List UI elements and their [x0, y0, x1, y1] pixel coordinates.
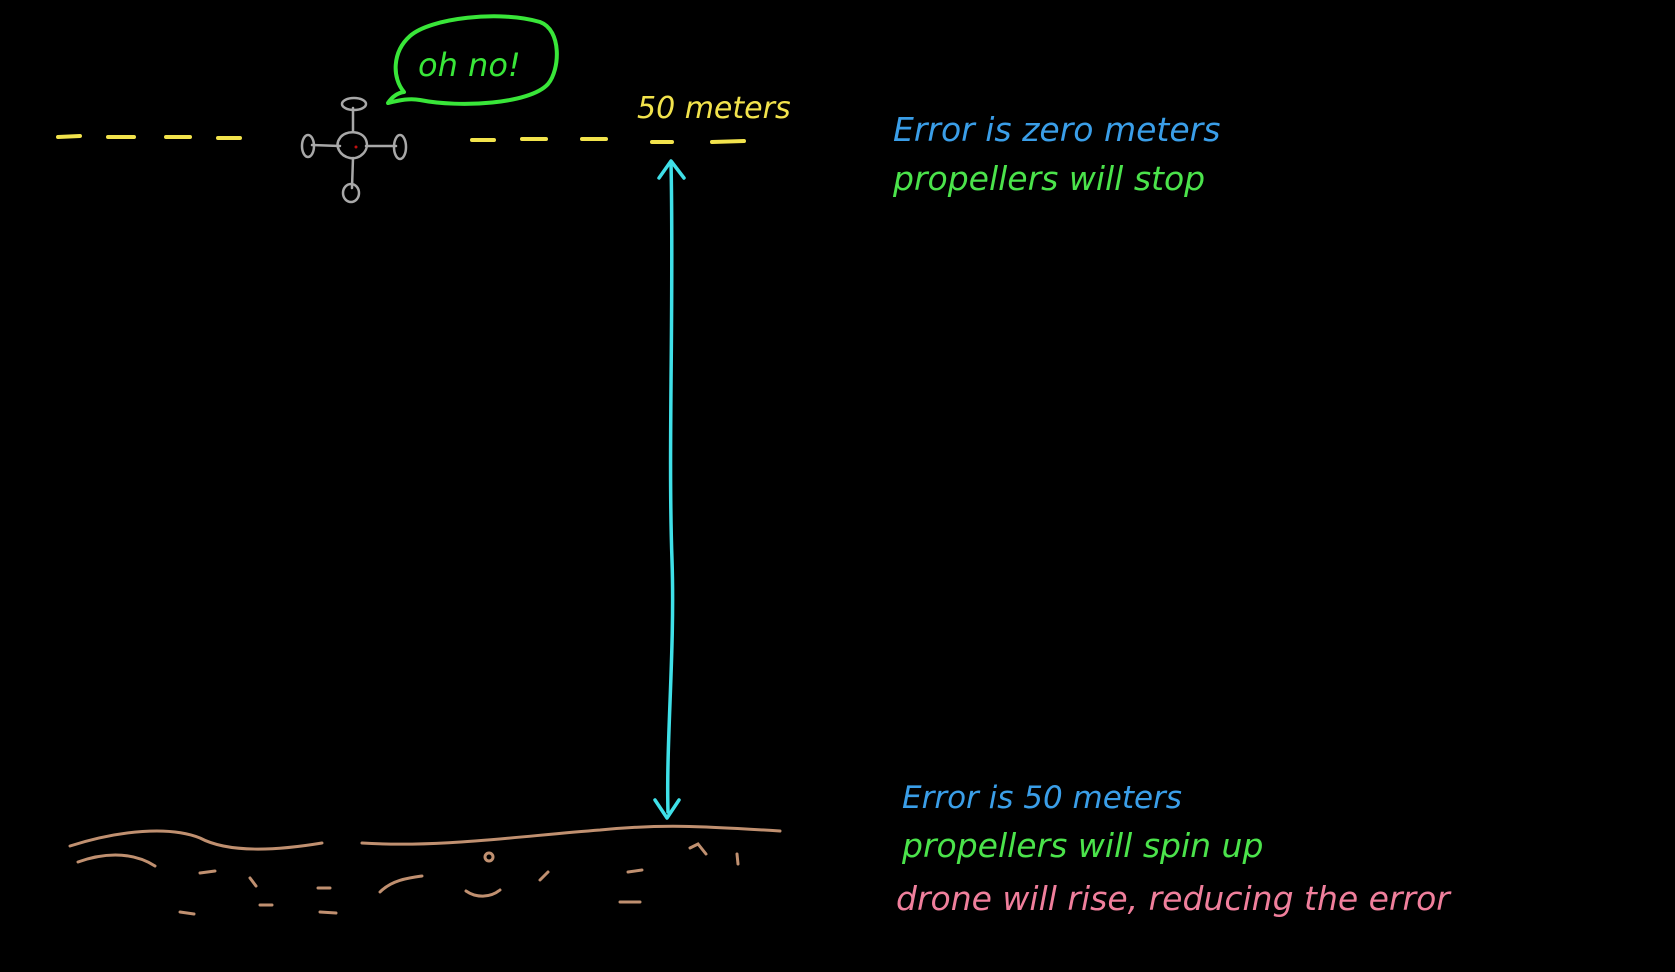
speech-bubble: oh no! — [386, 14, 559, 106]
setpoint-label: 50 meters — [637, 91, 791, 126]
speech-bubble-text: oh no! — [418, 46, 521, 84]
bottom-propellers-note: propellers will spin up — [901, 826, 1263, 865]
drone-icon — [300, 96, 408, 204]
speech-bubble-outline — [386, 14, 559, 106]
top-error-note: Error is zero meters — [893, 110, 1220, 149]
bottom-drone-note: drone will rise, reducing the error — [896, 879, 1452, 918]
error-arrow-head-bottom — [653, 798, 681, 820]
error-arrow-head-top — [657, 159, 686, 180]
ground-drawing — [68, 824, 782, 916]
setpoint-dashed-line — [56, 134, 746, 144]
bottom-error-note: Error is 50 meters — [902, 780, 1182, 816]
error-arrow — [653, 159, 686, 820]
top-propellers-note: propellers will stop — [892, 159, 1205, 198]
